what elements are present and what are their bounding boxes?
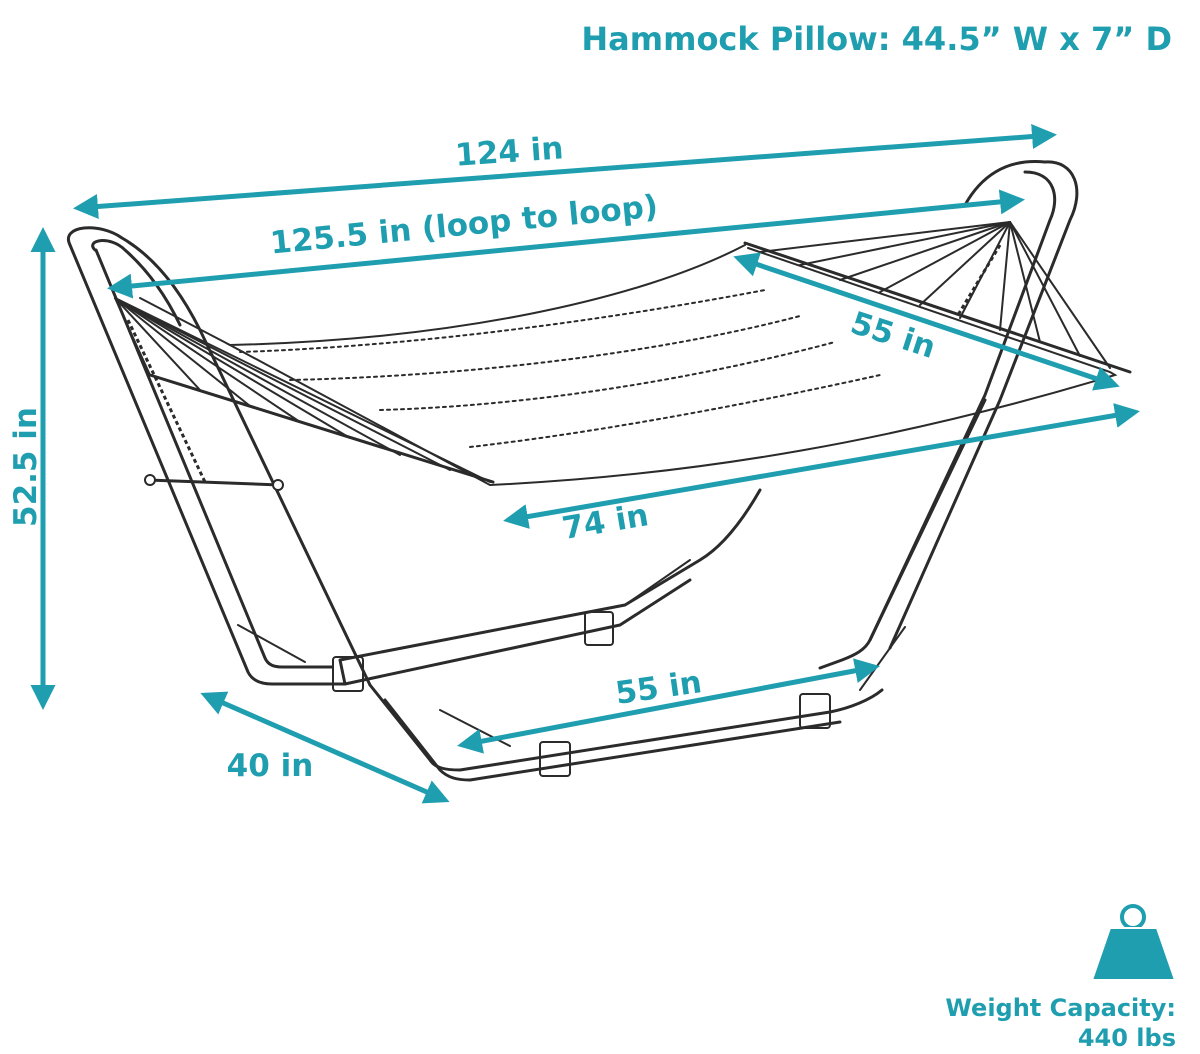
bed-length-arrow [503,403,1140,529]
spreader-width-label: 55 in [846,305,940,366]
depth-label: 40 in [227,748,314,784]
hammock-stand-drawing [66,159,1132,782]
weight-icon [1090,904,1177,981]
loop-to-loop-label: 125.5 in (loop to loop) [269,188,660,261]
left-front-leg [68,243,347,686]
foot-clip [332,656,364,692]
stitch-line [469,374,881,448]
chain-brace [146,478,282,487]
spreader-bar-left [148,373,495,484]
base-brace [859,626,906,691]
dimension-arrows [30,124,1140,804]
stitch-line [239,289,766,353]
base-width-arrow [457,658,880,754]
back-base-rail [338,488,762,686]
foot-clip [539,741,571,777]
back-base-rail-lower [343,578,692,686]
bolt-icon [144,474,156,486]
left-chain [126,319,207,483]
base-brace [237,624,306,663]
base-width-label: 55 in [613,664,704,712]
left-back-leg [94,248,334,669]
loop-to-loop-arrow [107,189,1025,299]
weight-capacity: Weight Capacity: 440 lbs [945,904,1177,1052]
bed-length-label: 74 in [560,497,651,547]
spreader-bar-right [743,241,1132,374]
right-arch-top [963,159,1047,207]
foot-clip [584,611,614,646]
spreader-width-arrow [733,252,1120,391]
weight-capacity-value: 440 lbs [1078,1024,1176,1052]
hammock-edge [139,297,231,346]
hammock-bed [226,244,1118,487]
depth-arrow [200,691,450,804]
base-brace [624,559,691,606]
pillow-dimensions-title: Hammock Pillow: 44.5” W x 7” D [581,20,1172,58]
right-arch-inner [868,170,1057,642]
front-base-rail-lower [383,698,842,782]
height-label: 52.5 in [8,407,44,527]
bolt-icon [272,479,284,491]
weight-capacity-label: Weight Capacity: [945,994,1176,1022]
stitch-line [379,341,836,411]
overall-length-label: 124 in [454,130,564,173]
stitch-line [289,315,801,381]
suspension-ropes-left [114,297,491,483]
